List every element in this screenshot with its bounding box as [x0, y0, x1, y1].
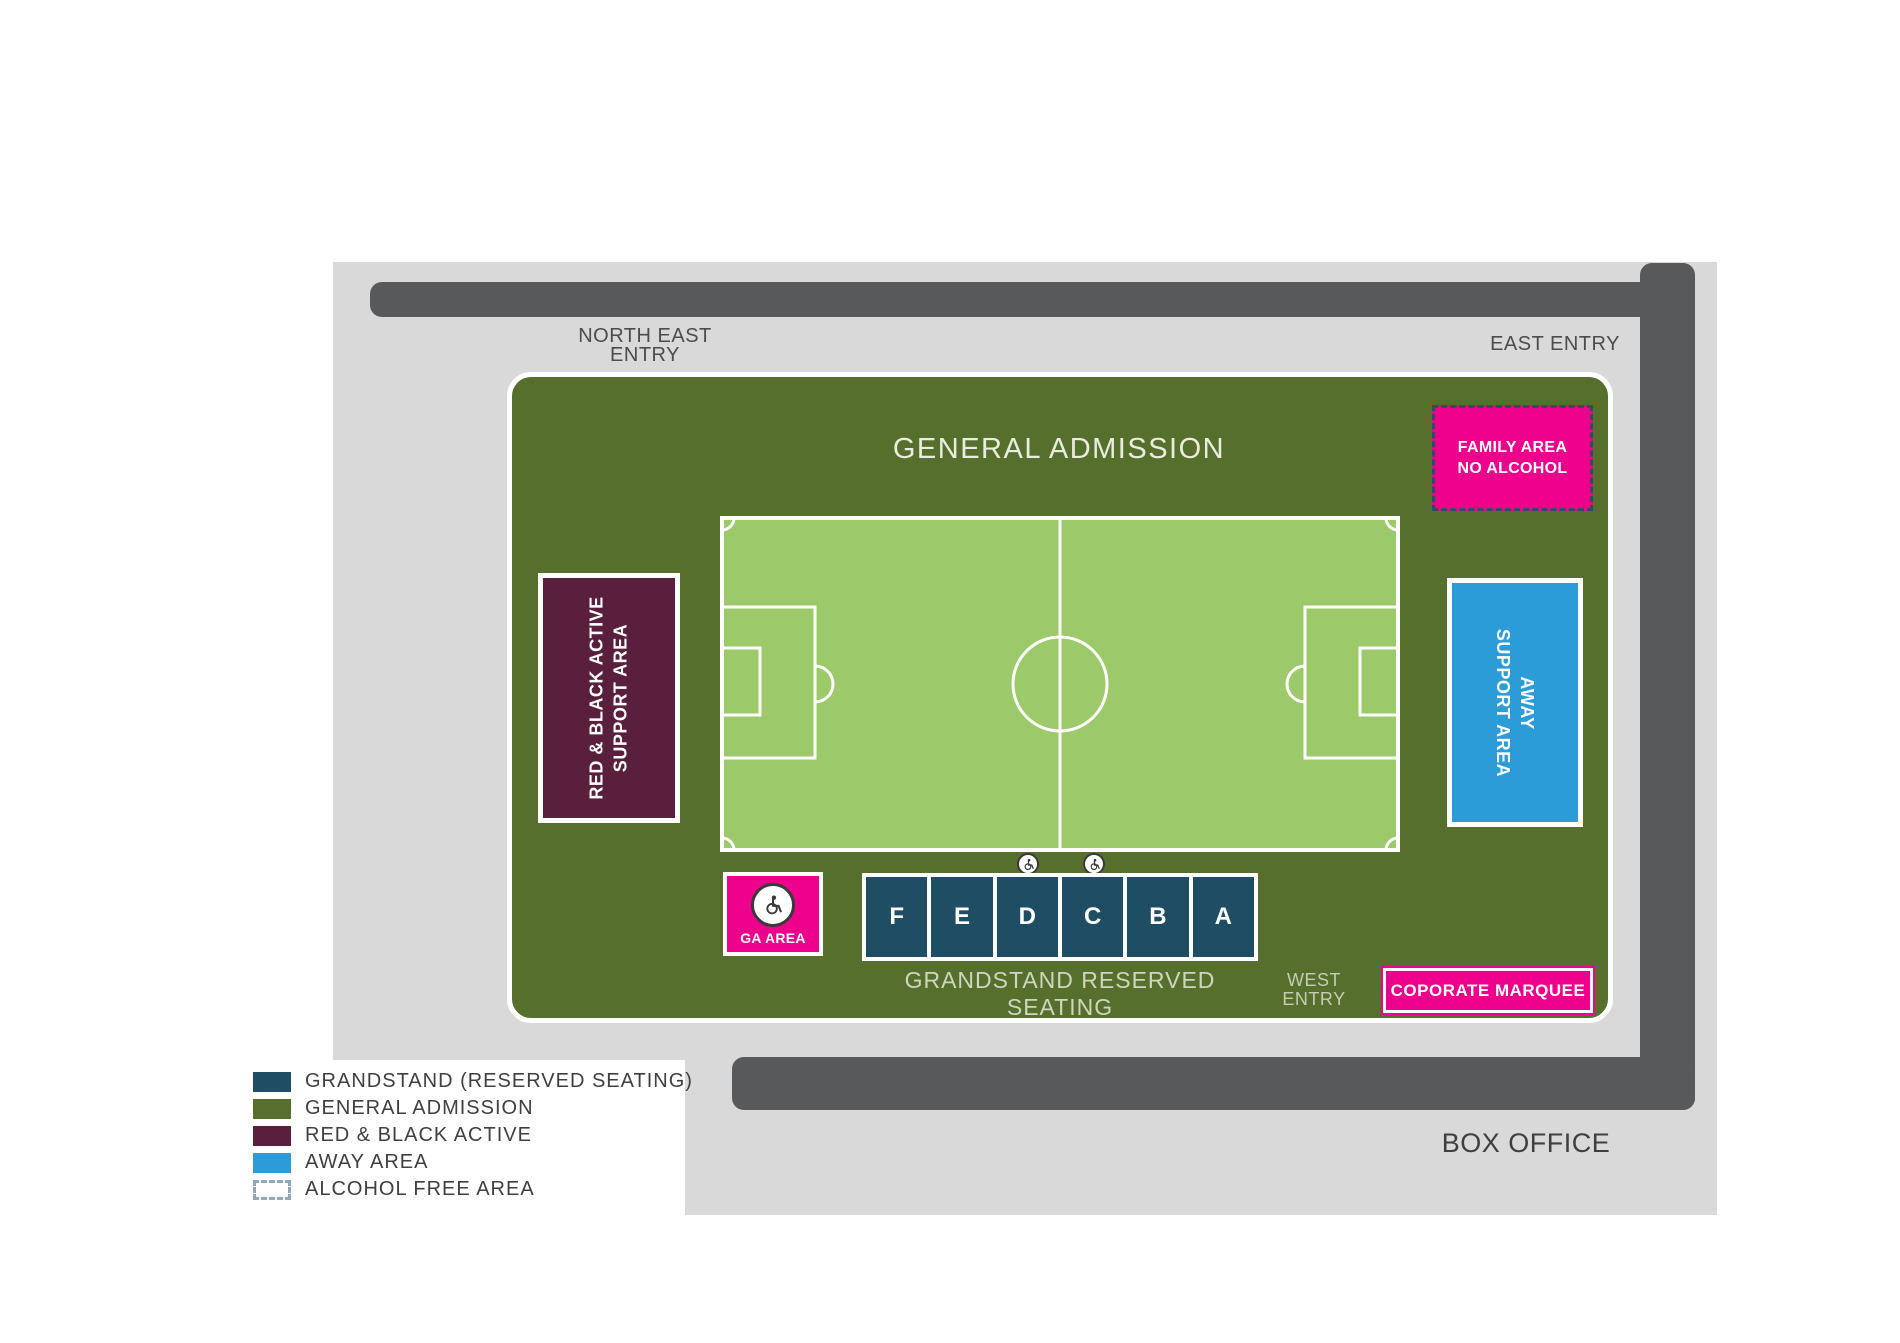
legend-row: AWAY AREA [253, 1151, 693, 1174]
left-goal-area [720, 646, 762, 717]
family-area-box: FAMILY AREA NO ALCOHOL [1432, 405, 1593, 511]
wheelchair-glyph [1024, 858, 1034, 870]
ga-area-box: GA AREA [723, 872, 823, 956]
legend-swatch [253, 1179, 291, 1200]
north-road [370, 282, 1667, 317]
grandstand-seating-label: GRANDSTAND RESERVED SEATING [904, 967, 1216, 1020]
legend-swatch [253, 1098, 291, 1119]
legend-swatch [253, 1152, 291, 1173]
grandstand-section-B: B [1127, 877, 1189, 957]
red-black-active-line2: SUPPORT AREA [611, 623, 631, 773]
wheelchair-icon [751, 882, 795, 927]
legend-label: GENERAL ADMISSION [305, 1097, 534, 1119]
east-road [1640, 263, 1695, 1110]
grandstand-section-A: A [1192, 877, 1254, 957]
legend-row: GRANDSTAND (RESERVED SEATING) [253, 1070, 693, 1093]
wheelchair-glyph [766, 894, 782, 914]
legend-label: GRANDSTAND (RESERVED SEATING) [305, 1070, 693, 1092]
west-entry-line1: WEST [1287, 970, 1341, 990]
corner-arc [721, 836, 736, 851]
west-entry-label: WEST ENTRY [1276, 971, 1352, 1009]
east-entry-label: EAST ENTRY [1490, 333, 1620, 355]
legend: GRANDSTAND (RESERVED SEATING) GENERAL ADM… [253, 1070, 693, 1201]
north-east-entry-line1: NORTH EAST [578, 325, 712, 347]
red-black-active-area-box: RED & BLACK ACTIVE SUPPORT AREA [538, 573, 680, 823]
corner-arc [721, 517, 736, 532]
left-penalty-arc [814, 664, 835, 704]
away-support-line2: SUPPORT AREA [1493, 628, 1514, 777]
south-road [732, 1057, 1695, 1110]
west-entry-line2: ENTRY [1282, 989, 1346, 1009]
centre-circle [1011, 635, 1109, 733]
legend-label: ALCOHOL FREE AREA [305, 1178, 535, 1200]
corporate-marquee-box: COPORATE MARQUEE [1381, 966, 1595, 1015]
legend-label: AWAY AREA [305, 1151, 429, 1173]
away-support-line1: AWAY [1517, 675, 1538, 730]
general-admission-label: GENERAL ADMISSION [892, 433, 1226, 465]
north-east-entry-line2: ENTRY [610, 344, 680, 366]
north-east-entry-label: NORTH EAST ENTRY [555, 325, 735, 366]
wheelchair-glyph [1090, 858, 1100, 870]
red-black-active-line1: RED & BLACK ACTIVE [587, 596, 607, 800]
legend-label: RED & BLACK ACTIVE [305, 1124, 532, 1146]
soccer-pitch [720, 516, 1400, 852]
family-area-line1: FAMILY AREA [1457, 439, 1568, 456]
away-support-area-box: AWAY SUPPORT AREA [1447, 578, 1583, 827]
grandstand-section-F: F [866, 877, 928, 957]
right-goal-area [1358, 646, 1400, 717]
legend-row: GENERAL ADMISSION [253, 1097, 693, 1120]
grandstand-section-C: C [1061, 877, 1124, 957]
corner-arc [1384, 517, 1399, 532]
box-office-label: BOX OFFICE [1441, 1128, 1611, 1158]
legend-row: RED & BLACK ACTIVE [253, 1124, 693, 1147]
corner-arc [1384, 836, 1399, 851]
family-area-line2: NO ALCOHOL [1457, 460, 1568, 477]
legend-row: ALCOHOL FREE AREA [253, 1178, 693, 1201]
grandstand-section-E: E [931, 877, 993, 957]
wheelchair-icon [1017, 853, 1039, 875]
corporate-marquee-label: COPORATE MARQUEE [1390, 980, 1586, 1000]
grandstand-section-D: D [996, 877, 1058, 957]
right-penalty-arc [1285, 664, 1306, 704]
ga-area-label: GA AREA [740, 929, 806, 946]
red-black-active-text: RED & BLACK ACTIVE SUPPORT AREA [585, 596, 633, 799]
legend-panel-background [0, 1060, 685, 1343]
wheelchair-icon [1083, 853, 1105, 875]
legend-swatch [253, 1125, 291, 1146]
away-support-text: AWAY SUPPORT AREA [1491, 628, 1539, 776]
legend-swatch [253, 1071, 291, 1092]
